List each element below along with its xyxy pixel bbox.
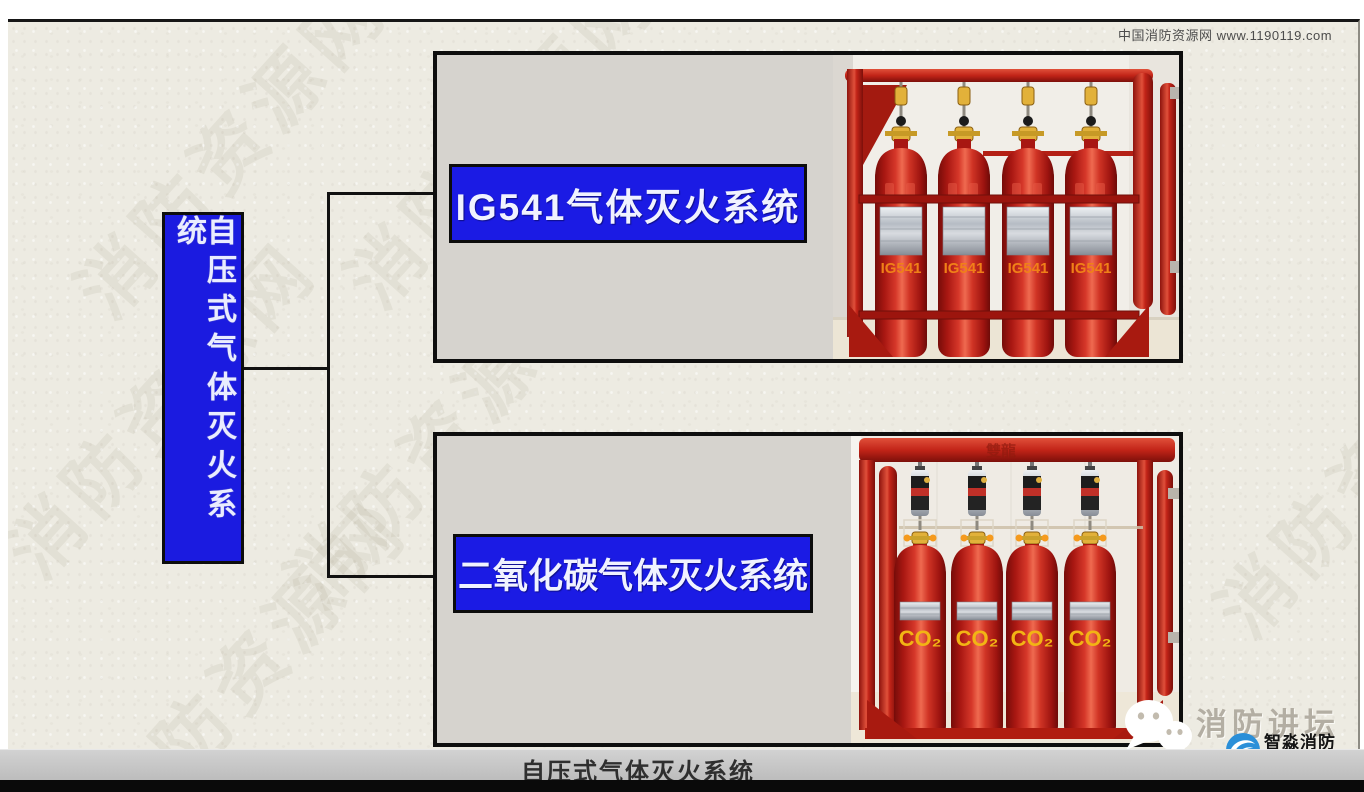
frame-post-right bbox=[1133, 73, 1153, 309]
wechat-icon bbox=[1122, 696, 1194, 756]
root-node: 自压式气体灭火系统 bbox=[162, 212, 244, 564]
ig541-label: IG541气体灭火系统 bbox=[455, 186, 801, 228]
co2-label: 二氧化碳气体灭火系统 bbox=[457, 557, 808, 596]
valve-manifold-line bbox=[899, 526, 1143, 529]
forum-watermark: 消防讲坛 bbox=[1196, 707, 1340, 742]
connector-trunk bbox=[327, 192, 330, 578]
cylinder-label: CO₂ bbox=[1069, 626, 1112, 651]
gas-cylinder: IG541 bbox=[938, 82, 990, 357]
gas-cylinder: CO₂ bbox=[894, 462, 946, 738]
top-beam bbox=[859, 438, 1175, 462]
source-watermark: 中国消防资源网 www.1190119.com bbox=[1118, 28, 1333, 43]
mid-pipe bbox=[983, 151, 1151, 156]
riser-pipe bbox=[1160, 83, 1176, 315]
root-node-label: 自压式气体灭火系统 bbox=[172, 215, 235, 527]
frame-post-right bbox=[1137, 460, 1153, 730]
ig541-label-box: IG541气体灭火系统 bbox=[449, 164, 807, 243]
pipe-bracket bbox=[1170, 261, 1179, 273]
pipe-bracket bbox=[1168, 632, 1179, 643]
cylinder-rail bbox=[858, 310, 1140, 320]
brand-name: 智淼消防 bbox=[1264, 733, 1336, 752]
left-pipe bbox=[879, 466, 897, 728]
gas-cylinder: IG541 bbox=[875, 82, 927, 357]
background-watermark: 消防资源网 bbox=[1201, 285, 1360, 654]
wall-edge bbox=[851, 436, 861, 743]
ig541-cylinder-image: IG541 IG541 bbox=[833, 55, 1179, 359]
caption-bar: 自压式气体灭火系统 bbox=[0, 749, 1364, 786]
cylinder-label: CO₂ bbox=[1011, 626, 1054, 651]
panel-co2: 二氧化碳气体灭火系统 雙龍 bbox=[433, 432, 1183, 747]
frame-post-left bbox=[847, 69, 863, 337]
cylinder-label: IG541 bbox=[944, 260, 985, 277]
cylinder-label: CO₂ bbox=[956, 626, 999, 651]
frame-foot bbox=[1105, 305, 1149, 357]
cylinder-label: IG541 bbox=[1071, 260, 1112, 277]
pipe-bracket bbox=[1170, 87, 1179, 99]
pipe-bracket bbox=[1168, 488, 1179, 499]
connector-branch-top bbox=[327, 192, 433, 195]
beam-brand-text: 雙龍 bbox=[986, 442, 1016, 460]
gas-cylinder: CO₂ bbox=[951, 462, 1003, 738]
frame-post-left bbox=[859, 460, 875, 730]
riser-pipe bbox=[1157, 470, 1173, 696]
base-frame bbox=[865, 728, 1165, 739]
co2-cylinder-image: 雙龍 bbox=[851, 436, 1179, 743]
connector-root bbox=[244, 367, 327, 370]
gas-cylinder: CO₂ bbox=[1006, 462, 1058, 738]
frame-foot bbox=[867, 700, 917, 739]
panel-ig541: IG541气体灭火系统 bbox=[433, 51, 1183, 363]
manifold-pipe bbox=[845, 69, 1153, 82]
gas-cylinder: IG541 bbox=[1065, 82, 1117, 357]
cylinder-label: CO₂ bbox=[899, 626, 942, 651]
gas-cylinder: IG541 bbox=[1002, 82, 1054, 357]
gas-cylinder: CO₂ bbox=[1064, 462, 1116, 738]
connector-branch-bottom bbox=[327, 575, 433, 578]
ig541-photo: IG541 IG541 bbox=[833, 55, 1179, 359]
frame-foot bbox=[849, 305, 893, 357]
co2-label-box: 二氧化碳气体灭火系统 bbox=[453, 534, 813, 613]
cylinder-label: IG541 bbox=[881, 260, 922, 277]
cylinder-rail bbox=[858, 194, 1140, 204]
cylinder-label: IG541 bbox=[1008, 260, 1049, 277]
co2-photo: 雙龍 bbox=[851, 436, 1179, 743]
bottom-border-bar bbox=[0, 780, 1364, 792]
